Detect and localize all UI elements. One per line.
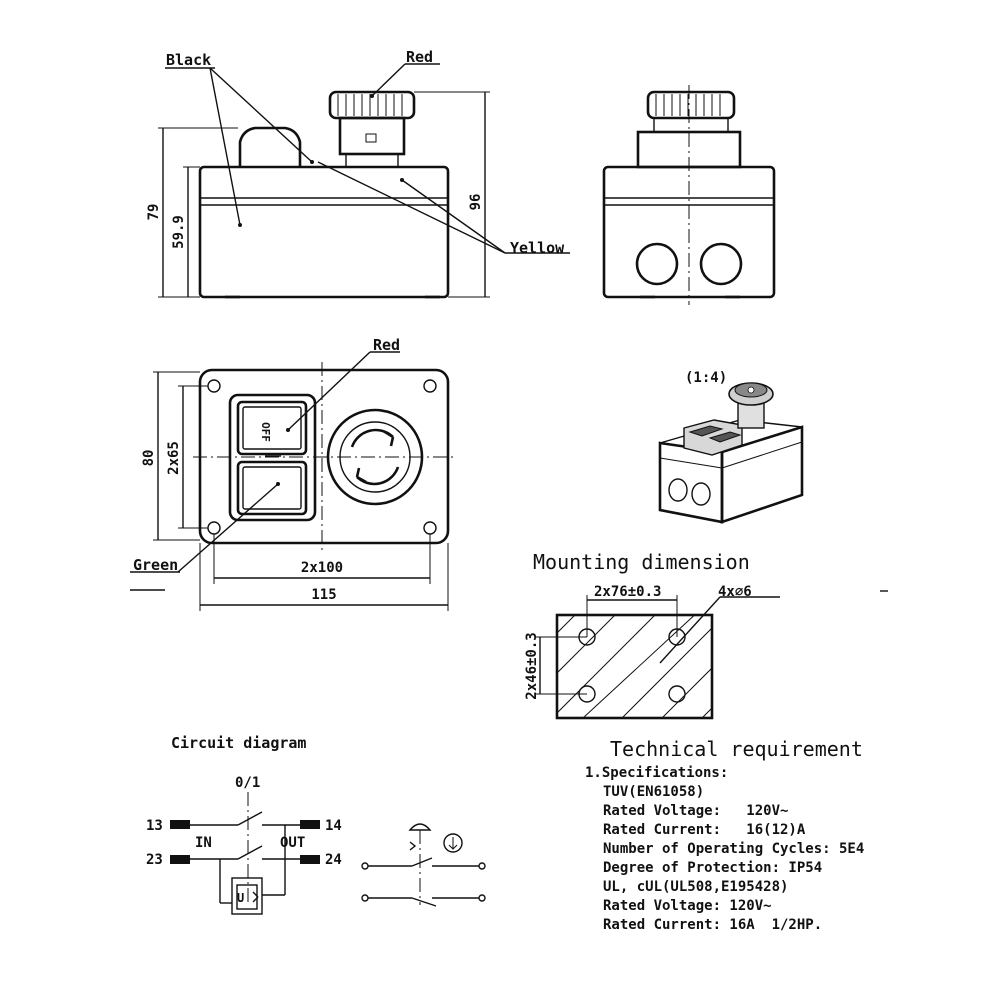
spec-line: TUV(EN61058)	[603, 784, 704, 800]
plan-view	[130, 351, 455, 611]
label-in: IN	[195, 835, 212, 851]
terminal-14: 14	[325, 818, 342, 834]
mounting-holes: 4x∅6	[718, 584, 752, 600]
mounting-x-spacing: 2x76±0.3	[594, 584, 661, 600]
spec-line: Degree of Protection: IP54	[603, 860, 822, 876]
dim-59-9: 59.9	[171, 215, 187, 249]
tech-title: Technical requirement	[610, 737, 863, 761]
spec-line: Rated Voltage: 120V~	[603, 898, 772, 914]
label-green: Green	[133, 556, 178, 574]
label-yellow: Yellow	[510, 239, 565, 257]
label-out: OUT	[280, 835, 305, 851]
label-scale: (1:4)	[685, 370, 727, 386]
tech-spec-list: 1.Specifications: TUV(EN61058) Rated Vol…	[585, 765, 864, 933]
spec-line: UL, cUL(UL508,E195428)	[603, 879, 788, 895]
mounting-y-spacing: 2x46±0.3	[524, 632, 540, 699]
dim-115: 115	[311, 587, 336, 603]
spec-line: 1.Specifications:	[585, 765, 728, 781]
terminal-13: 13	[146, 818, 163, 834]
side-view	[602, 85, 776, 305]
mounting-title: Mounting dimension	[533, 550, 750, 574]
front-view	[158, 63, 570, 299]
label-red-top: Red	[406, 48, 433, 66]
coil-label: U	[237, 891, 244, 905]
estop-symbol	[361, 823, 486, 907]
spec-line: Rated Current: 16(12)A	[603, 822, 806, 838]
mounting-plate	[535, 595, 780, 720]
label-off: OFF	[259, 422, 272, 442]
dim-79: 79	[146, 204, 162, 221]
spec-line: Rated Voltage: 120V~	[603, 803, 788, 819]
terminal-23: 23	[146, 852, 163, 868]
circuit-diagram	[170, 792, 320, 915]
dim-2x100: 2x100	[301, 560, 343, 576]
terminal-24: 24	[325, 852, 342, 868]
isometric-view	[658, 382, 804, 524]
dim-80: 80	[141, 450, 157, 467]
circuit-switch-label: 0/1	[235, 775, 260, 791]
label-red-plan: Red	[373, 336, 400, 354]
spec-line: Number of Operating Cycles: 5E4	[603, 841, 864, 857]
dim-96: 96	[468, 194, 484, 211]
spec-line: Rated Current: 16A 1/2HP.	[603, 917, 822, 933]
dim-2x65: 2x65	[166, 441, 182, 475]
circuit-title: Circuit diagram	[171, 734, 306, 752]
label-black: Black	[166, 51, 211, 69]
